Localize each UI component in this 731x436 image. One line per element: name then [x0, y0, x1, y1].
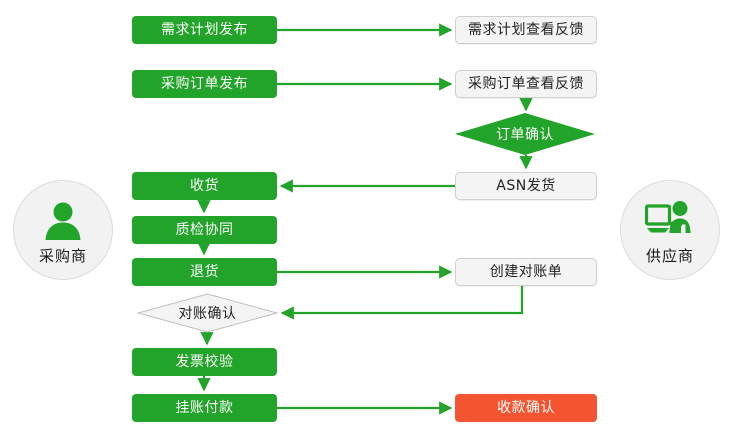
node-purchase-order-publish[interactable]: 采购订单发布 [132, 70, 277, 98]
actor-buyer-label: 采购商 [38, 246, 87, 265]
node-demand-plan-publish[interactable]: 需求计划发布 [132, 16, 277, 44]
person-at-computer-icon [645, 195, 695, 243]
edge-n10-n11 [280, 286, 524, 320]
node-account-payment[interactable]: 挂账付款 [132, 394, 277, 422]
node-create-reconciliation[interactable]: 创建对账单 [455, 258, 597, 286]
node-quality-inspection-collab[interactable]: 质检协同 [132, 216, 277, 244]
node-purchase-order-view-feedback[interactable]: 采购订单查看反馈 [455, 70, 597, 98]
actor-supplier-label: 供应商 [645, 246, 694, 265]
node-invoice-verification[interactable]: 发票校验 [132, 348, 277, 376]
node-return-goods[interactable]: 退货 [132, 258, 277, 286]
person-icon [41, 195, 85, 243]
node-demand-plan-view-feedback[interactable]: 需求计划查看反馈 [455, 16, 597, 44]
node-payment-receipt-confirm[interactable]: 收款确认 [455, 394, 597, 422]
node-receive-goods[interactable]: 收货 [132, 172, 277, 200]
node-order-confirm[interactable]: 订单确认 [455, 113, 595, 155]
node-asn-shipment[interactable]: ASN发货 [455, 172, 597, 200]
actor-supplier[interactable]: 供应商 [620, 180, 720, 280]
node-reconciliation-confirm[interactable]: 对账确认 [137, 293, 278, 333]
actor-buyer[interactable]: 采购商 [13, 180, 113, 280]
